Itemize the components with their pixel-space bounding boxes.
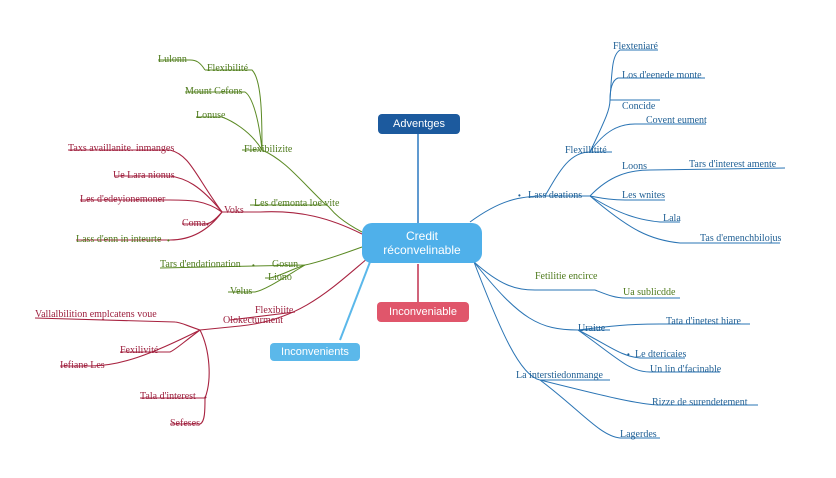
leaf-label: Lass deations bbox=[528, 190, 583, 201]
leaf-label: Les d'emonta loe vite bbox=[254, 198, 340, 209]
leaf-label: Concide bbox=[622, 101, 656, 112]
advantages-node: Adventges bbox=[378, 114, 460, 134]
right-top-links bbox=[469, 49, 786, 244]
left-green-mid-links bbox=[159, 246, 363, 293]
leaf-label: Les wnites bbox=[622, 190, 666, 201]
leaf-label: Gosun bbox=[272, 259, 299, 270]
leaf-label: Flexteniaré bbox=[613, 41, 658, 52]
leaf-label: Coma bbox=[182, 218, 206, 229]
bullet-icon: • bbox=[252, 261, 255, 270]
central-node-line1: Credit bbox=[405, 229, 438, 243]
leaf-label: Vallalbilition emplcatens voue bbox=[35, 309, 157, 320]
leaf-label: Tars d'interest amente bbox=[689, 159, 777, 170]
inconvenients-node: Inconvenients bbox=[270, 343, 360, 361]
inconveniable-node: Inconveniable bbox=[377, 302, 469, 322]
leaf-label: Voks bbox=[224, 205, 244, 216]
leaf-label: Flexibilité bbox=[207, 63, 249, 74]
leaf-label: Lonuse bbox=[196, 110, 226, 121]
leaf-label: Tala d'interest bbox=[140, 391, 196, 402]
leaf-label: La interstiedonmange bbox=[516, 370, 603, 381]
leaf-label: Tata d'inetest hiare bbox=[666, 316, 741, 327]
central-node: Credit réconvelinable bbox=[362, 223, 482, 263]
left-red-top-links bbox=[68, 149, 363, 241]
leaf-label: Lass d'enn in inteurte bbox=[76, 234, 162, 245]
leaf-label: Lulonn bbox=[158, 54, 187, 65]
leaf-label: Lagerdes bbox=[620, 429, 657, 440]
leaf-label: Le dtericaies bbox=[635, 349, 687, 360]
leaf-label: Un lin d'facinable bbox=[650, 364, 722, 375]
leaf-label: Iefiane Les bbox=[60, 360, 105, 371]
central-node-line2: réconvelinable bbox=[383, 243, 461, 257]
right-bottom-links bbox=[473, 261, 758, 439]
leaf-label: Covent eument bbox=[646, 115, 707, 126]
leaf-label: Flexibilizite bbox=[244, 144, 293, 155]
bullet-icon: • bbox=[206, 220, 209, 229]
leaf-label: Les d'edeyionemoner bbox=[80, 194, 166, 205]
leaf-label: Sefeses bbox=[170, 418, 200, 429]
leaf-label: Taxs availlanite. inmanges bbox=[68, 143, 175, 154]
leaf-label: Ue Lara nionus bbox=[113, 170, 175, 181]
leaf-label: Olokecturment bbox=[223, 315, 283, 326]
bullet-icon: • bbox=[167, 236, 170, 245]
leaf-label: Rizze de surendetement bbox=[652, 397, 748, 408]
leaf-label: Loons bbox=[622, 161, 647, 172]
leaf-label: Tars d'endationation bbox=[160, 259, 241, 270]
leaf-label: Flexillitité bbox=[565, 145, 607, 156]
leaf-label: Liono bbox=[268, 272, 292, 283]
leaf-label: Lala bbox=[663, 213, 681, 224]
leaf-label: Ua sublicdde bbox=[623, 287, 676, 298]
left-green-top-links bbox=[158, 59, 363, 233]
bullet-icon: • bbox=[627, 350, 630, 359]
leaf-label: Mount Cefons bbox=[185, 86, 243, 97]
leaf-label: Flexibiite bbox=[255, 305, 294, 316]
leaf-label: Fetilitie encirce bbox=[535, 271, 598, 282]
leaf-label: Tas d'emenchbilojus bbox=[700, 233, 782, 244]
link-inconvenients bbox=[339, 261, 371, 341]
leaf-label: Los d'eenede monte bbox=[622, 70, 702, 81]
leaf-label: Uraiue bbox=[578, 323, 606, 334]
bullet-icon: • bbox=[518, 191, 521, 200]
leaf-label: Fexilivité bbox=[120, 345, 159, 356]
leaf-label: Velus bbox=[230, 286, 253, 297]
left-red-bottom-links bbox=[34, 257, 369, 425]
bullet-icon: • bbox=[204, 393, 207, 402]
